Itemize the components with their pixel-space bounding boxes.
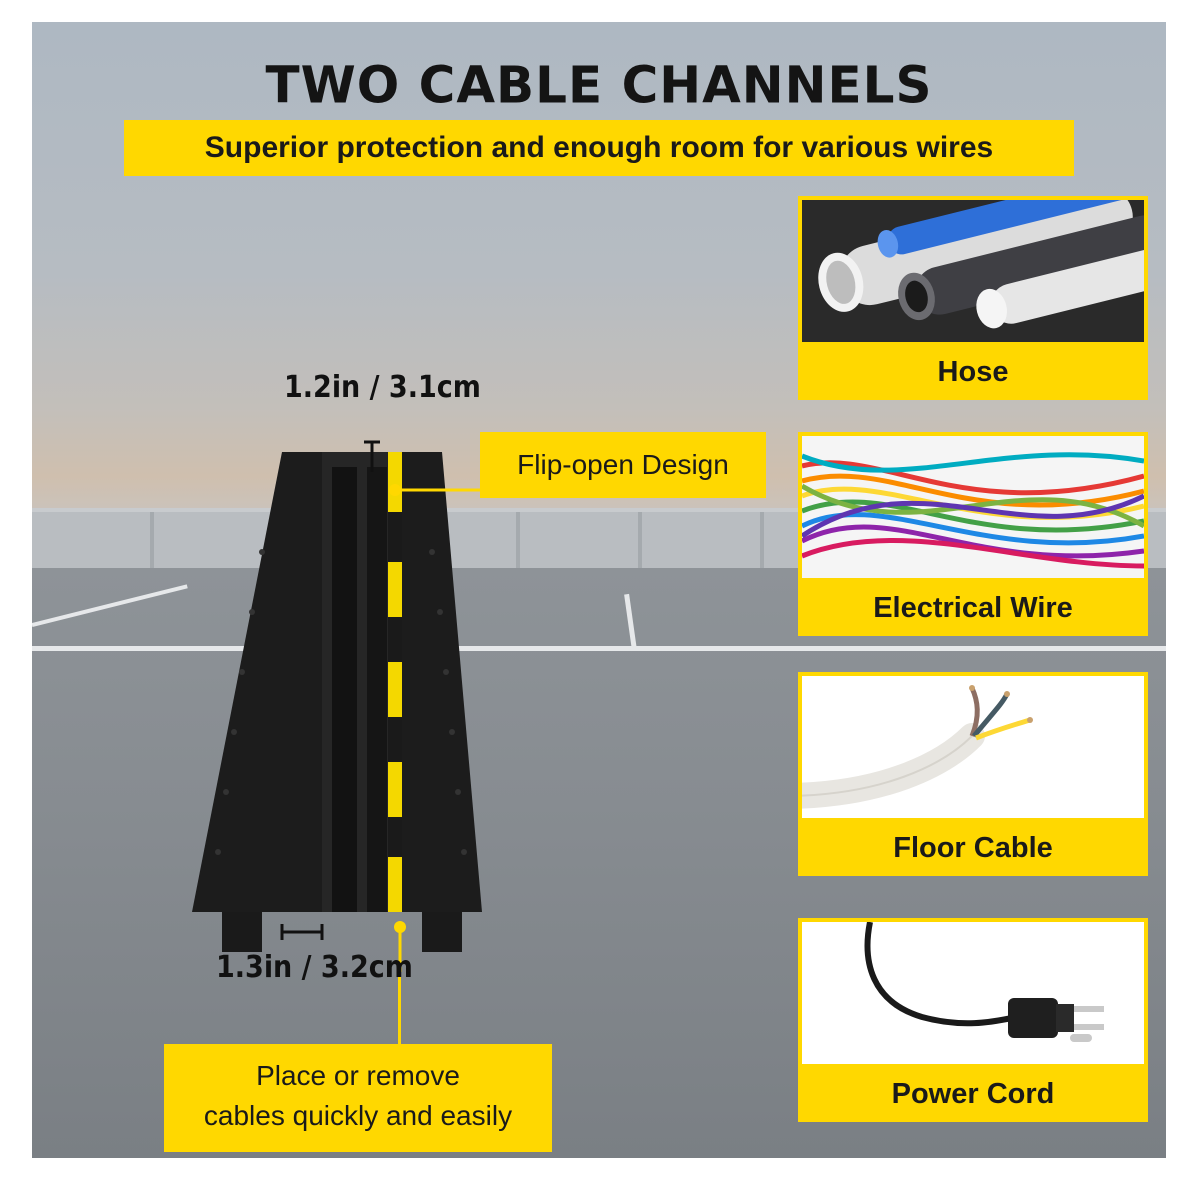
- subtitle-text: Superior protection and enough room for …: [204, 131, 994, 164]
- parking-line: [32, 584, 188, 627]
- ramp-left-side: [192, 452, 322, 912]
- card-floor-cable: Floor Cable: [798, 672, 1148, 876]
- place-remove-callout: Place or remove cables quickly and easil…: [164, 1044, 552, 1152]
- place-remove-line2: cables quickly and easily: [203, 1100, 513, 1131]
- hose-pipes-icon: [802, 200, 1144, 342]
- flip-open-callout: Flip-open Design: [480, 432, 766, 498]
- cable-ramp-illustration: [192, 440, 502, 972]
- place-remove-line1: Place or remove: [256, 1060, 460, 1091]
- floor-cable-icon: [802, 676, 1144, 818]
- parking-line: [624, 593, 637, 651]
- card-label: Electrical Wire: [798, 580, 1148, 636]
- card-hose: Hose: [798, 196, 1148, 400]
- card-label: Hose: [798, 344, 1148, 400]
- product-banner: TWO CABLE CHANNELS Superior protection a…: [32, 22, 1166, 1158]
- callout-line-bottom-extension: [398, 972, 401, 1070]
- subtitle-banner: Superior protection and enough room for …: [124, 120, 1074, 176]
- power-cord-icon: [802, 922, 1144, 1064]
- ramp-right-side: [402, 452, 482, 912]
- electrical-wire-icon: [802, 436, 1144, 578]
- electrical-wire-photo: [798, 432, 1148, 582]
- card-label: Floor Cable: [798, 820, 1148, 876]
- yellow-stripe: [388, 452, 402, 912]
- ramp-foot-right: [422, 912, 462, 952]
- power-cord-photo: [798, 918, 1148, 1068]
- dimension-bottom-label: 1.3in / 3.2cm: [216, 950, 413, 985]
- floor-cable-photo: [798, 672, 1148, 822]
- ramp-foot-left: [222, 912, 262, 952]
- dimension-top-label: 1.2in / 3.1cm: [284, 370, 481, 405]
- card-electrical-wire: Electrical Wire: [798, 432, 1148, 636]
- parking-line: [32, 646, 1166, 651]
- ramp-right-channel: [367, 467, 387, 912]
- hose-photo: [798, 196, 1148, 346]
- card-power-cord: Power Cord: [798, 918, 1148, 1122]
- ramp-tread-holes: [215, 549, 467, 855]
- card-label: Power Cord: [798, 1066, 1148, 1122]
- page-title: TWO CABLE CHANNELS: [265, 55, 933, 115]
- flip-open-text: Flip-open Design: [517, 449, 729, 480]
- ramp-left-channel: [332, 467, 357, 912]
